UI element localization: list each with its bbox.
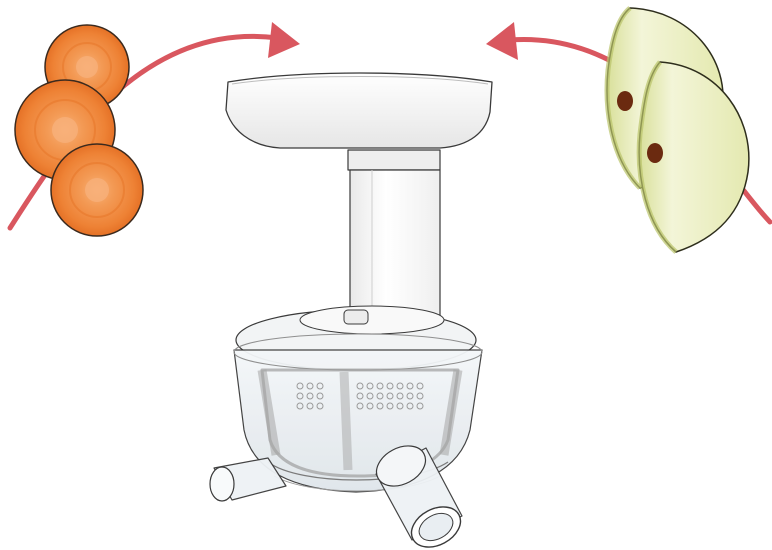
carrot-slice-icon bbox=[51, 144, 143, 236]
apple-slices bbox=[607, 8, 749, 252]
feed-tray bbox=[226, 73, 492, 148]
apple-slice-icon bbox=[639, 62, 749, 252]
feed-chute-column bbox=[348, 150, 440, 318]
carrot-slices bbox=[15, 25, 143, 236]
juicer-attachment bbox=[210, 73, 492, 550]
